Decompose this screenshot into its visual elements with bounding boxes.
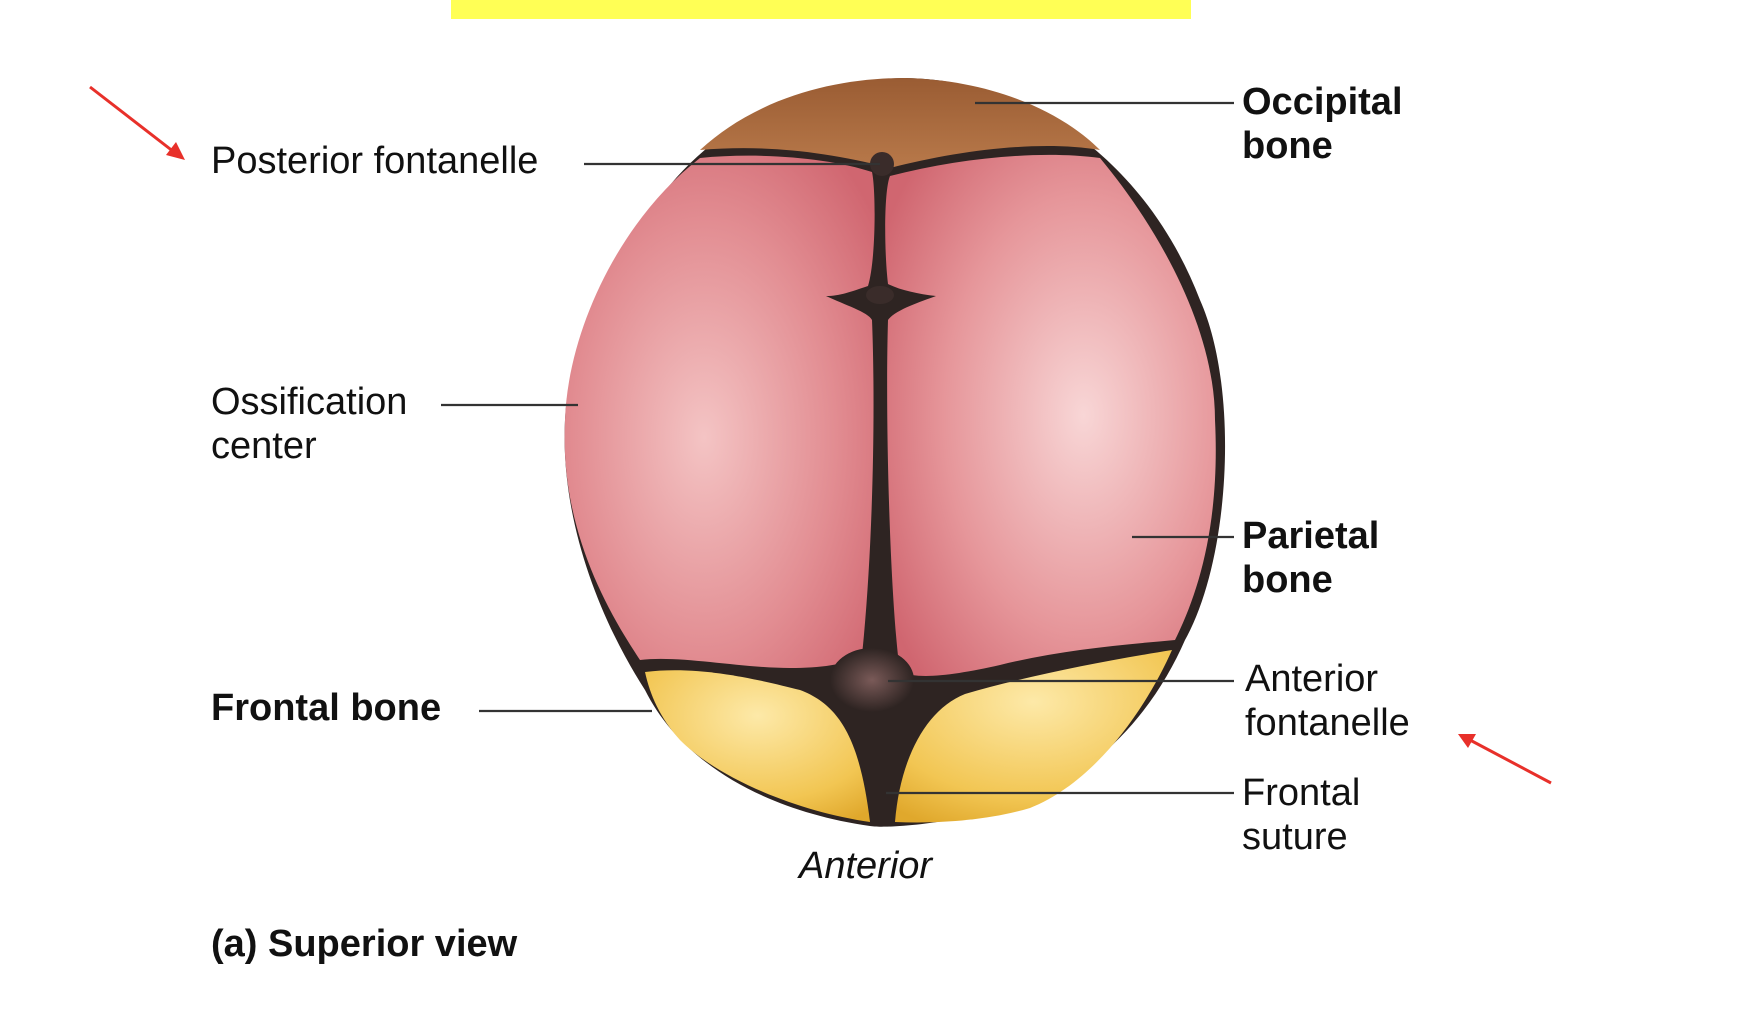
label-parietal-bone-line2: bone — [1242, 559, 1333, 601]
annotation-arrowhead-posterior — [166, 142, 185, 160]
label-ossification-center-line1: Ossification — [211, 381, 408, 423]
annotation-arrow-posterior — [89, 85, 175, 154]
label-anterior-fontanelle-line2: fontanelle — [1245, 702, 1410, 744]
label-occipital-bone-line1: Occipital — [1242, 81, 1403, 123]
parietal-bone-left — [564, 155, 875, 668]
occipital-bone — [700, 78, 1100, 168]
figure-caption: (a) Superior view — [211, 923, 518, 965]
label-ossification-center-line2: center — [211, 425, 317, 467]
yellow-highlight-bar — [451, 0, 1191, 19]
posterior-fontanelle — [870, 152, 894, 176]
label-posterior-fontanelle: Posterior fontanelle — [211, 140, 539, 182]
frontal-bone-right — [895, 650, 1172, 823]
parietal-bone-right — [885, 154, 1216, 676]
frontal-bone-left — [645, 670, 870, 822]
label-frontal-suture-line1: Frontal — [1242, 772, 1361, 814]
label-occipital-bone-line2: bone — [1242, 125, 1333, 167]
sagittal-fontanelle — [866, 286, 894, 304]
label-parietal-bone-line1: Parietal — [1242, 515, 1380, 557]
label-anterior-orientation: Anterior — [799, 845, 933, 887]
label-frontal-suture-line2: suture — [1242, 816, 1348, 858]
label-anterior-fontanelle-line1: Anterior — [1245, 658, 1379, 700]
annotation-arrow-anterior — [1469, 738, 1552, 785]
label-frontal-bone: Frontal bone — [211, 687, 442, 729]
annotation-arrowhead-anterior — [1458, 734, 1476, 748]
anterior-fontanelle — [830, 648, 914, 712]
